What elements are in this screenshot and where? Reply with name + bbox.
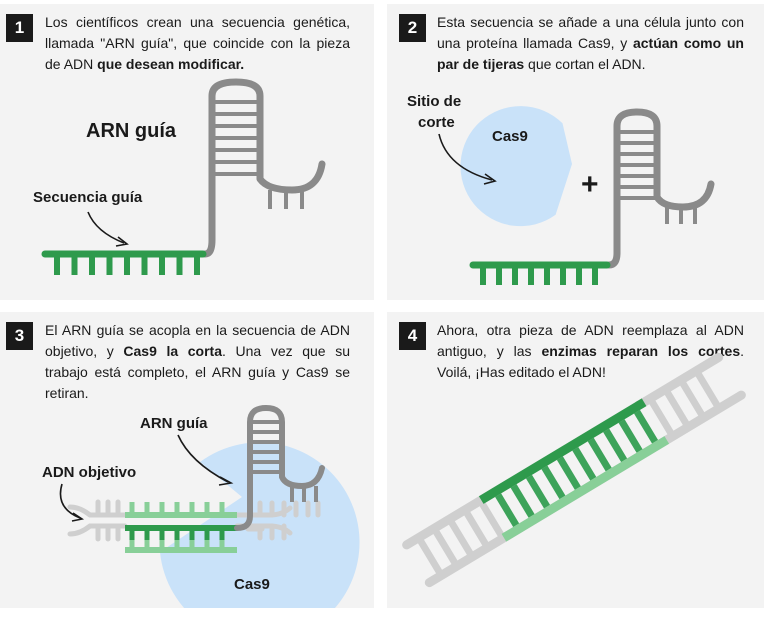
dna-rung [461, 508, 491, 550]
dna-rung [677, 378, 707, 420]
step-number-badge: 4 [399, 322, 426, 350]
step-text-bold: Cas9 la corta [123, 343, 223, 359]
guide-rna-label: ARN guía [140, 415, 208, 432]
guide-rna-backbone [201, 78, 326, 258]
dna-strand-top-new [478, 398, 647, 504]
guide-rna-backbone [234, 405, 325, 531]
dna-rung [600, 424, 630, 466]
step-text: . Voilá, ¡Has editado el ADN! [437, 343, 744, 380]
dna-rung [539, 461, 568, 504]
step-number-badge: 1 [6, 14, 33, 42]
step-text: Ahora, otra pieza de ADN reemplaza al AD… [437, 322, 744, 359]
dna-rung [647, 396, 676, 439]
step-text: Esta secuencia se añade a una célula jun… [437, 14, 744, 51]
dna-rung [477, 498, 507, 541]
target-dna-label: ADN objetivo [42, 464, 136, 481]
cut-site-label: Sitio de [407, 93, 461, 110]
repaired-dna-illustration [402, 352, 746, 588]
cut-site-label: corte [418, 114, 455, 131]
cas9-label: Cas9 [492, 128, 528, 145]
arrow-head-icon [71, 512, 85, 522]
step-text-bold: actúan como un par de tijeras [437, 35, 744, 72]
cut-site-pointer [438, 133, 493, 181]
dna-rung [569, 443, 599, 485]
arrow-head-icon [483, 173, 497, 185]
step-description: Ahora, otra pieza de ADN reemplaza al AD… [437, 320, 744, 383]
hairpin-rungs [214, 100, 304, 209]
arrow-head-icon [218, 476, 234, 486]
dna-rung [585, 433, 615, 476]
dna-strand-bottom-new [501, 436, 670, 542]
dna-rung [492, 489, 522, 531]
step-number-badge: 3 [6, 322, 33, 350]
dna-rung [693, 368, 723, 411]
step-text-bold: que desean modificar. [97, 56, 245, 72]
rna-title-label: ARN guía [86, 120, 177, 142]
target-dna-left [67, 499, 128, 542]
dna-rung [431, 526, 460, 568]
panel-step-3: 3 El ARN guía se acopla en la secuencia … [0, 312, 374, 608]
target-dna-right [234, 500, 321, 541]
binding-illustration: ARN guía ADN objetivo Cas9 [42, 405, 360, 608]
cas9-illustration: Sitio de corte Cas9 + [407, 93, 715, 285]
dna-rung [616, 415, 645, 457]
guide-rna-illustration: ARN guía Secuencia guía [33, 78, 326, 275]
dna-rung [662, 387, 692, 429]
panel-step-4: 4 Ahora, otra pieza de ADN reemplaza al … [387, 312, 764, 608]
guide-sequence-label: Secuencia guía [33, 189, 143, 206]
step-text: . Una vez que su trabajo está completo, … [45, 343, 350, 401]
arrow-head-icon [115, 236, 129, 247]
guide-pointer-arrow [87, 211, 125, 244]
hairpin-rungs [252, 420, 318, 502]
dna-rung [508, 480, 537, 522]
hairpin-rungs [619, 130, 697, 224]
step-text: que cortan el ADN. [524, 56, 646, 72]
dna-rung [446, 517, 476, 559]
dna-rung [415, 535, 445, 578]
dna-rung [631, 406, 661, 448]
step-description: El ARN guía se acopla en la secuencia de… [45, 320, 350, 404]
guide-rna-backbone [605, 108, 715, 269]
dna-rung [554, 452, 584, 494]
step-number-badge: 2 [399, 14, 426, 42]
step-description: Esta secuencia se añade a una célula jun… [437, 12, 744, 75]
panel-step-2: 2 Esta secuencia se añade a una célula j… [387, 4, 764, 300]
cas9-label: Cas9 [234, 576, 270, 593]
dna-rung [523, 470, 553, 513]
target-dna-pointer [59, 483, 81, 519]
panel-step-1: 1 Los científicos crean una secuencia ge… [0, 4, 374, 300]
step-text: Los científicos crean una secuencia gené… [45, 14, 350, 72]
step-description: Los científicos crean una secuencia gené… [45, 12, 350, 75]
step-text-bold: enzimas reparan los cortes [541, 343, 741, 359]
step-text: El ARN guía se acopla en la secuencia de… [45, 322, 350, 359]
plus-sign: + [581, 168, 599, 201]
dna-ladder [402, 352, 746, 588]
cas9-pacman [460, 106, 572, 227]
